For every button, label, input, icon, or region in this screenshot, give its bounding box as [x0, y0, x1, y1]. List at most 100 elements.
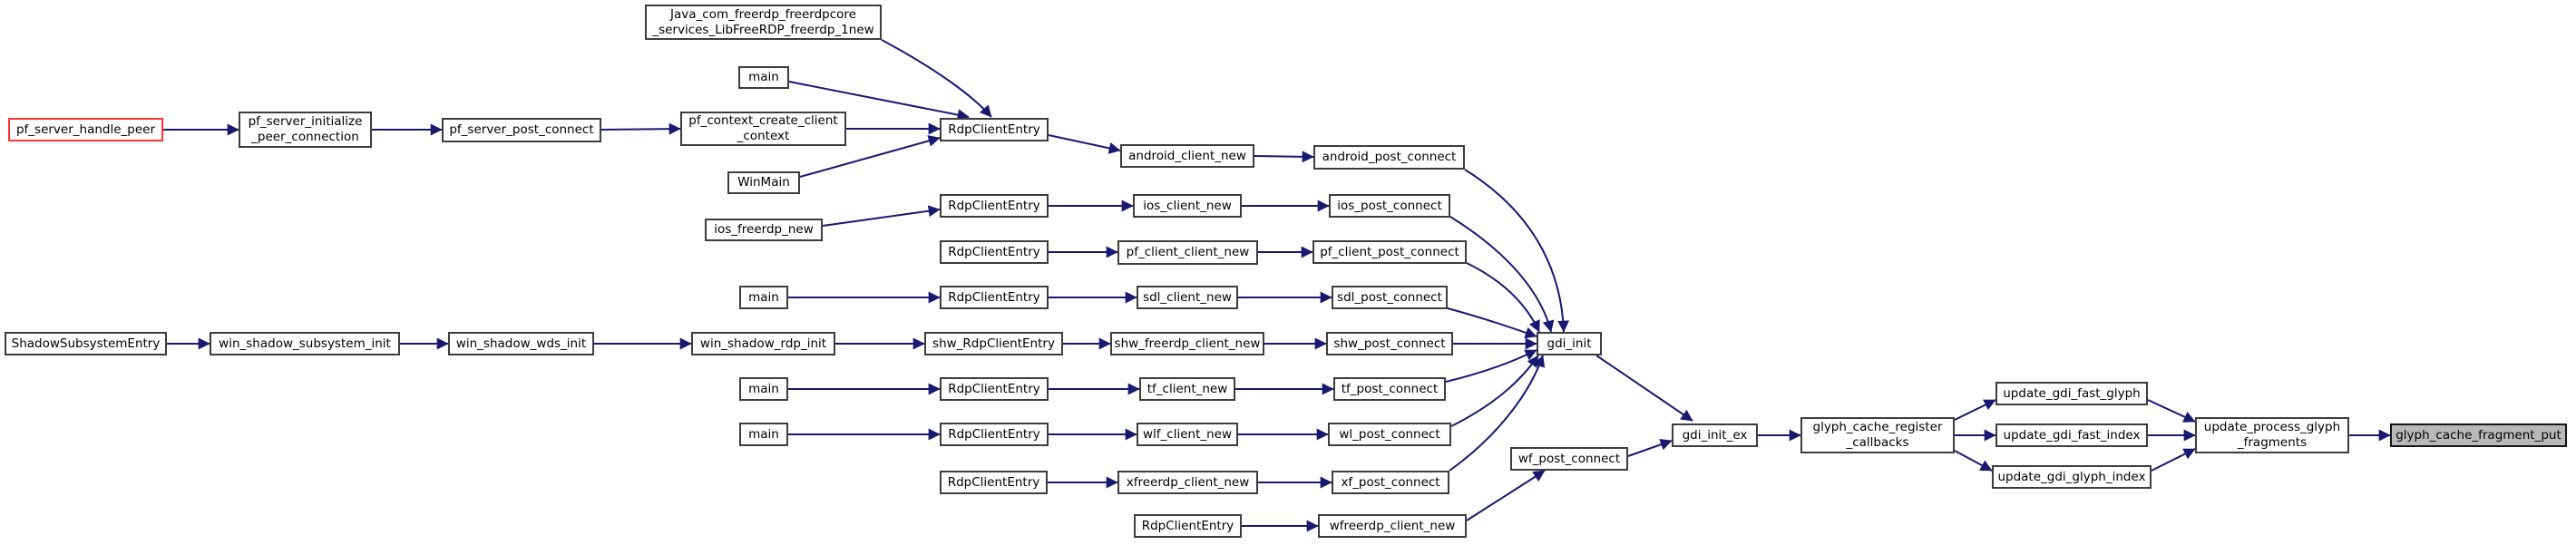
node-win_shadow_subsystem_init[interactable]: win_shadow_subsystem_init	[210, 332, 400, 355]
node-label: wfreerdp_client_new	[1329, 518, 1456, 533]
node-label: RdpClientEntry	[948, 289, 1040, 305]
edge-gdi_init--gdi_init_ex	[1595, 355, 1693, 422]
node-label: gdi_init_ex	[1682, 427, 1748, 443]
node-label: RdpClientEntry	[948, 122, 1040, 137]
node-shw_rdpcliententry[interactable]: shw_RdpClientEntry	[924, 332, 1063, 355]
node-label: sdl_post_connect	[1337, 289, 1442, 305]
node-wfreerdp_client_new[interactable]: wfreerdp_client_new	[1318, 514, 1467, 538]
node-label: glyph_cache_fragment_put	[2395, 427, 2561, 443]
edge-update_gdi_fast_glyph--update_process_glyph_fragments	[2147, 399, 2196, 423]
node-rdp_tf[interactable]: RdpClientEntry	[940, 377, 1049, 401]
node-pf_server_initialize[interactable]: pf_server_initialize _peer_connection	[239, 112, 372, 148]
node-label: RdpClientEntry	[948, 426, 1040, 442]
node-update_gdi_fast_index[interactable]: update_gdi_fast_index	[1995, 423, 2148, 447]
node-winmain[interactable]: WinMain	[727, 171, 800, 194]
node-update_gdi_fast_glyph[interactable]: update_gdi_fast_glyph	[1995, 382, 2148, 405]
node-ios_post_connect[interactable]: ios_post_connect	[1329, 194, 1450, 218]
node-win_shadow_rdp_init[interactable]: win_shadow_rdp_init	[691, 332, 835, 355]
node-wl_post_connect[interactable]: wl_post_connect	[1328, 423, 1451, 446]
node-win_shadow_wds_init[interactable]: win_shadow_wds_init	[448, 332, 594, 355]
node-label: main	[748, 289, 779, 305]
node-tf_client_new[interactable]: tf_client_new	[1139, 377, 1235, 401]
node-label: pf_server_initialize _peer_connection	[248, 114, 363, 144]
node-pf_server_post_connect[interactable]: pf_server_post_connect	[442, 118, 601, 142]
node-wf_post_connect[interactable]: wf_post_connect	[1510, 447, 1628, 471]
node-label: xfreerdp_client_new	[1126, 474, 1250, 490]
node-rdp_ios[interactable]: RdpClientEntry	[940, 194, 1049, 218]
node-xf_post_connect[interactable]: xf_post_connect	[1332, 471, 1449, 494]
node-pf_context_create[interactable]: pf_context_create_client _context	[680, 112, 846, 146]
node-shadow_subsystem_entry[interactable]: ShadowSubsystemEntry	[5, 332, 167, 355]
node-pf_client_post_connect[interactable]: pf_client_post_connect	[1312, 240, 1467, 264]
node-label: main	[748, 70, 779, 84]
node-label: RdpClientEntry	[947, 474, 1040, 490]
node-label: tf_post_connect	[1341, 381, 1439, 396]
node-gdi_init[interactable]: gdi_init	[1537, 332, 1602, 355]
node-pf_server_handle_peer[interactable]: pf_server_handle_peer	[8, 118, 163, 141]
node-label: ios_post_connect	[1337, 198, 1442, 213]
node-label: shw_post_connect	[1333, 336, 1446, 351]
node-label: glyph_cache_register _callbacks	[1812, 420, 1943, 450]
edge-glyph_cache_register_callbacks--update_gdi_glyph_index	[1954, 450, 1993, 472]
node-ios_client_new[interactable]: ios_client_new	[1133, 194, 1242, 218]
node-main_sdl[interactable]: main	[739, 286, 788, 309]
node-label: RdpClientEntry	[948, 198, 1040, 213]
edge-update_gdi_glyph_index--update_process_glyph_fragments	[2151, 448, 2196, 472]
node-rdp_wf[interactable]: RdpClientEntry	[1134, 514, 1242, 538]
node-label: pf_context_create_client _context	[688, 113, 838, 143]
node-shw_freerdp_client_new[interactable]: shw_freerdp_client_new	[1110, 332, 1264, 355]
edge-pf_server_post_connect--pf_context_create	[600, 122, 681, 135]
node-android_post_connect[interactable]: android_post_connect	[1313, 145, 1465, 170]
node-glyph_cache_fragment_put: glyph_cache_fragment_put	[2390, 423, 2567, 447]
node-update_process_glyph_fragments[interactable]: update_process_glyph _fragments	[2195, 417, 2349, 453]
node-sdl_client_new[interactable]: sdl_client_new	[1137, 286, 1238, 309]
node-label: pf_server_post_connect	[449, 122, 594, 137]
node-label: main	[748, 426, 779, 442]
node-label: win_shadow_wds_init	[455, 336, 587, 351]
node-ios_freerdp_new[interactable]: ios_freerdp_new	[705, 219, 823, 241]
node-label: pf_client_client_new	[1126, 245, 1250, 259]
node-label: wlf_client_new	[1142, 426, 1233, 442]
node-xfreerdp_client_new[interactable]: xfreerdp_client_new	[1117, 471, 1258, 494]
node-wlf_client_new[interactable]: wlf_client_new	[1137, 423, 1238, 446]
node-label: RdpClientEntry	[948, 381, 1040, 396]
node-main_tf[interactable]: main	[739, 377, 788, 401]
node-label: ShadowSubsystemEntry	[11, 336, 161, 351]
node-shw_post_connect[interactable]: shw_post_connect	[1326, 332, 1453, 355]
node-label: RdpClientEntry	[948, 244, 1040, 259]
edge-sdl_post_connect--gdi_init	[1447, 307, 1537, 339]
node-main_android[interactable]: main	[738, 66, 789, 89]
node-label: update_gdi_fast_glyph	[2003, 385, 2141, 401]
node-rdp_xf[interactable]: RdpClientEntry	[940, 471, 1048, 494]
node-glyph_cache_register_callbacks[interactable]: glyph_cache_register _callbacks	[1800, 417, 1955, 453]
node-main_wlf[interactable]: main	[739, 423, 788, 446]
node-pf_client_client_new[interactable]: pf_client_client_new	[1117, 240, 1258, 265]
edge-android_client_new--android_post_connect	[1254, 151, 1314, 163]
node-update_gdi_glyph_index[interactable]: update_gdi_glyph_index	[1992, 465, 2152, 489]
node-gdi_init_ex[interactable]: gdi_init_ex	[1672, 423, 1758, 447]
node-rdp_wlf[interactable]: RdpClientEntry	[940, 423, 1049, 446]
node-label: tf_client_new	[1147, 381, 1228, 396]
node-label: android_client_new	[1128, 148, 1246, 163]
node-sdl_post_connect[interactable]: sdl_post_connect	[1332, 286, 1448, 309]
node-rdp_hub[interactable]: RdpClientEntry	[940, 118, 1049, 141]
edge-java_entry--rdp_hub	[881, 39, 992, 118]
node-label: win_shadow_rdp_init	[699, 336, 827, 351]
node-label: sdl_client_new	[1143, 289, 1232, 305]
edge-ios_post_connect--gdi_init	[1449, 216, 1555, 333]
node-tf_post_connect[interactable]: tf_post_connect	[1333, 377, 1446, 401]
node-rdp_pf[interactable]: RdpClientEntry	[940, 240, 1049, 264]
node-label: ios_client_new	[1143, 198, 1232, 213]
node-java_entry[interactable]: Java_com_freerdp_freerdpcore _services_L…	[645, 5, 882, 40]
node-label: update_gdi_fast_index	[2003, 427, 2141, 443]
node-label: shw_freerdp_client_new	[1114, 336, 1261, 351]
node-rdp_sdl[interactable]: RdpClientEntry	[940, 286, 1049, 309]
node-label: Java_com_freerdp_freerdpcore _services_L…	[652, 6, 874, 37]
node-label: WinMain	[737, 175, 790, 190]
node-label: wl_post_connect	[1339, 426, 1440, 442]
node-android_client_new[interactable]: android_client_new	[1120, 144, 1254, 168]
edge-tf_post_connect--gdi_init	[1445, 349, 1537, 383]
node-label: win_shadow_subsystem_init	[219, 336, 391, 351]
edge-wfreerdp_client_new--wf_post_connect	[1466, 470, 1546, 521]
